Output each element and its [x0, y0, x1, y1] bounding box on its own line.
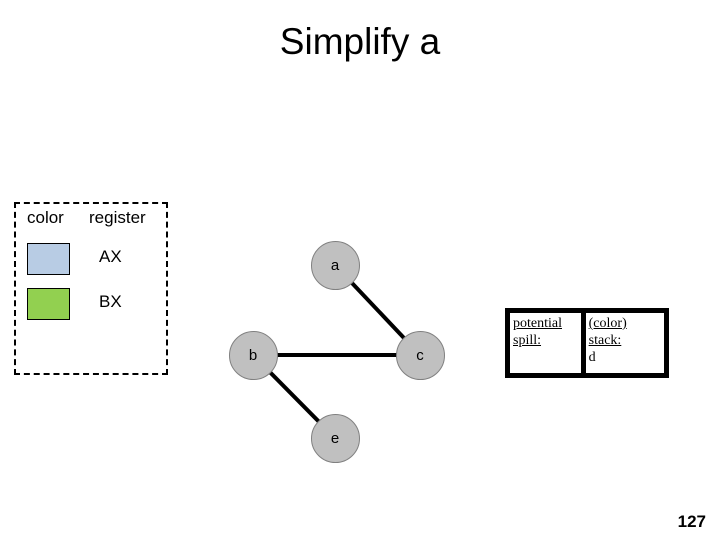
- graph-node-label: c: [416, 346, 424, 364]
- color-stack-cell: (color) stack: d: [586, 313, 664, 373]
- page-title: Simplify a: [279, 21, 441, 62]
- spill-and-stack-panel: potential spill: (color) stack: d: [505, 308, 669, 378]
- register-label-bx: BX: [99, 292, 122, 311]
- color-stack-label-line1: (color): [588, 316, 627, 331]
- color-stack-items: d: [589, 349, 661, 366]
- potential-spill-label-line1: potential: [513, 316, 562, 331]
- color-swatch-bx: [27, 288, 70, 320]
- legend-row: AX: [16, 243, 170, 288]
- potential-spill-label-line2: spill:: [513, 333, 542, 348]
- potential-spill-cell: potential spill:: [510, 313, 586, 373]
- legend-header-color: color: [27, 208, 64, 227]
- graph-node-b[interactable]: b: [228, 330, 278, 380]
- graph-node-e[interactable]: e: [310, 413, 360, 463]
- graph-edge-a-c: [346, 277, 409, 343]
- graph-node-c[interactable]: c: [395, 330, 445, 380]
- graph-node-label: b: [248, 346, 258, 364]
- color-swatch-ax: [27, 243, 70, 275]
- color-stack-item: d: [588, 350, 596, 365]
- legend-header-register: register: [89, 208, 146, 227]
- color-stack-label-line2: stack:: [588, 333, 622, 348]
- graph-edges: [264, 277, 409, 427]
- graph-node-label: e: [330, 429, 340, 447]
- graph-node-a[interactable]: a: [310, 240, 360, 290]
- interference-graph: a b c e: [200, 225, 500, 500]
- legend-header-row: color register: [16, 204, 170, 234]
- page-number: 127: [677, 512, 706, 531]
- register-label-ax: AX: [99, 247, 122, 266]
- graph-node-label: a: [330, 256, 340, 274]
- graph-edge-b-e: [264, 366, 324, 427]
- legend-row: BX: [16, 288, 170, 333]
- color-register-legend: color register AX BX: [14, 202, 168, 375]
